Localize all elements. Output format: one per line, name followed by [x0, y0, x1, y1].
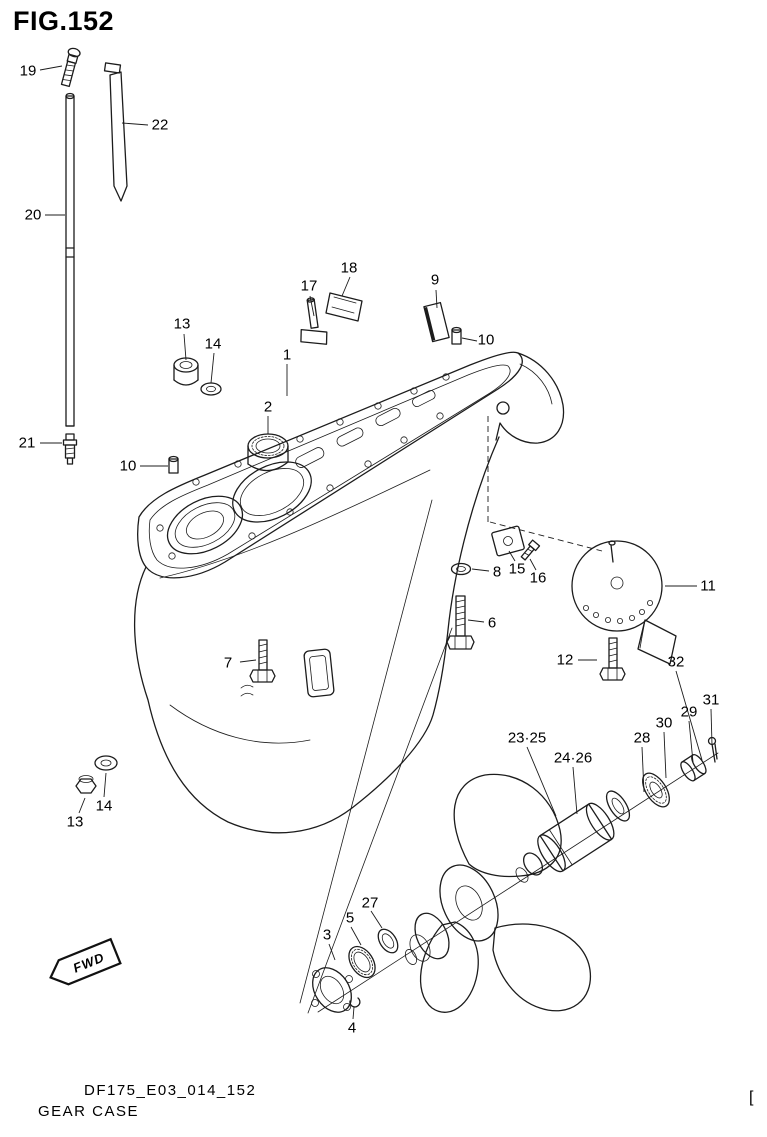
sleeve-part2	[247, 433, 289, 472]
part-callout-10: 10	[477, 331, 495, 349]
figure-code: DF175_E03_014_152	[84, 1082, 257, 1099]
part-callout-1: 1	[282, 346, 292, 364]
propeller	[404, 773, 592, 1013]
cotter-pin-part31	[707, 736, 718, 763]
clip-part4	[349, 997, 361, 1008]
leader-lines	[39, 65, 713, 1020]
plug-part13-lower	[75, 775, 97, 794]
part-callout-2: 2	[263, 398, 273, 416]
part-callout-22: 22	[151, 116, 169, 134]
part-callout-20: 20	[24, 206, 42, 224]
part-callout-27: 27	[361, 894, 379, 912]
screw-part19	[60, 47, 81, 88]
part-callout-23-25: 23·25	[507, 729, 547, 747]
bolt-part16	[520, 539, 541, 561]
bracket-part17	[300, 297, 328, 345]
washer-part14-lower	[94, 755, 118, 771]
washer-part14-upper	[200, 382, 222, 396]
ring-part27	[377, 928, 399, 954]
part-callout-16: 16	[529, 569, 547, 587]
pin-part10-left	[168, 455, 179, 474]
part-callout-9: 9	[430, 271, 440, 289]
gearcase-flange-part1	[137, 351, 523, 579]
pin-part10-right	[451, 326, 462, 345]
part-callout-19: 19	[19, 62, 37, 80]
part-callout-29: 29	[680, 703, 698, 721]
part-callout-7: 7	[223, 654, 233, 672]
splined-washer-part30	[642, 772, 670, 808]
nut-part29	[680, 753, 707, 782]
part-callout-10: 10	[119, 457, 137, 475]
part-callout-5: 5	[345, 909, 355, 927]
part-callout-14: 14	[95, 797, 113, 815]
part-callout-12: 12	[556, 651, 574, 669]
pin-part22	[103, 62, 128, 202]
fwd-arrow: FWD	[49, 937, 122, 986]
bearing-carrier-parts23-26	[515, 802, 615, 883]
driveshaft-rod-part20	[65, 92, 75, 427]
part-callout-13: 13	[173, 315, 191, 333]
part-callout-4: 4	[347, 1019, 357, 1037]
clip-part18	[325, 292, 363, 322]
bolt-part12	[599, 637, 626, 681]
part-callout-30: 30	[655, 714, 673, 732]
part-callout-15: 15	[508, 560, 526, 578]
page-bracket: [	[749, 1089, 754, 1106]
bearing-housing-part3	[311, 967, 353, 1013]
washer-part8	[450, 562, 472, 576]
pad-part9	[423, 301, 450, 343]
bearing-part5	[348, 945, 376, 979]
anti-ventilation-tail	[495, 352, 565, 444]
bushing-part13-upper	[173, 357, 199, 386]
part-callout-17: 17	[300, 277, 318, 295]
hidden-lines	[487, 416, 603, 552]
part-callout-21: 21	[18, 434, 36, 452]
bolt-part6	[446, 595, 475, 650]
part-callout-32: 32	[667, 653, 685, 671]
gearcase-body	[133, 436, 500, 834]
part-callout-14: 14	[204, 335, 222, 353]
fitting-part21	[62, 433, 78, 465]
part-callout-11: 11	[700, 577, 716, 595]
part-callout-8: 8	[492, 563, 502, 581]
part-callout-13: 13	[66, 813, 84, 831]
part-callout-28: 28	[633, 729, 651, 747]
part-callout-18: 18	[340, 259, 358, 277]
block-part15	[491, 525, 525, 557]
plate-part11	[571, 540, 677, 665]
part-callout-31: 31	[702, 691, 720, 709]
washer-part28	[605, 790, 631, 822]
part-callout-3: 3	[322, 926, 332, 944]
figure-name: GEAR CASE	[38, 1103, 140, 1120]
flange-slots	[295, 390, 436, 468]
flange-bolt-holes	[156, 373, 450, 560]
part-callout-24-26: 24·26	[553, 749, 593, 767]
bolt-part7	[249, 639, 276, 683]
figure-title: FIG.152	[13, 6, 115, 36]
part-callout-6: 6	[487, 614, 497, 632]
